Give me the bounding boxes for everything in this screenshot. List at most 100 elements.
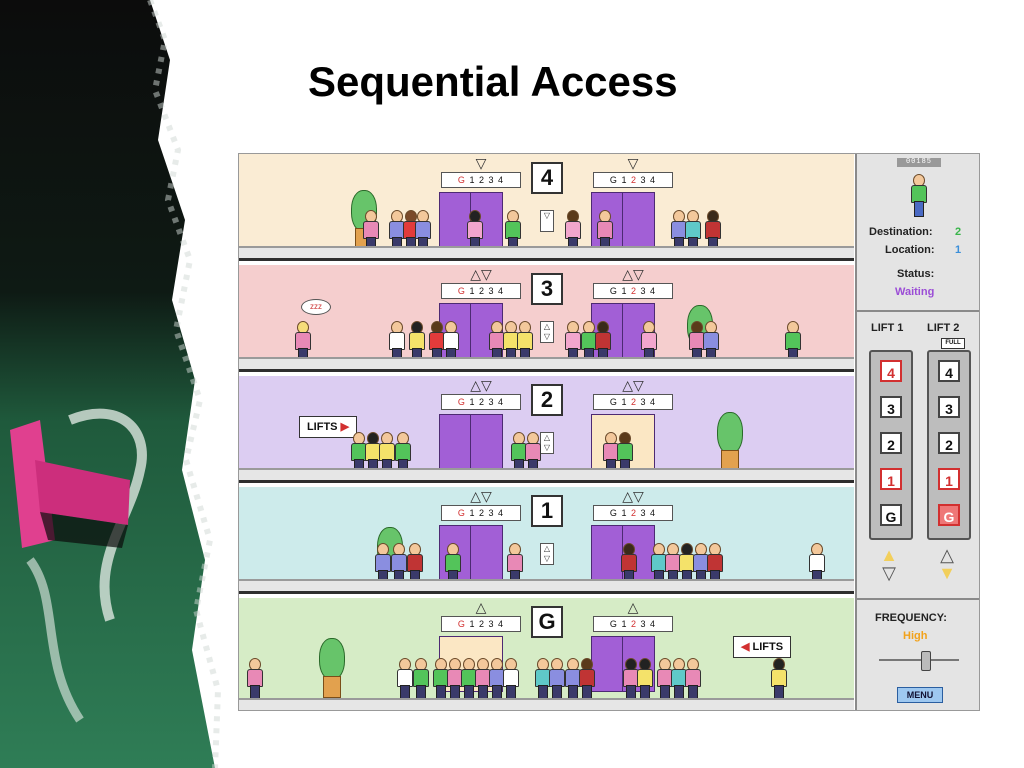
person — [657, 658, 673, 702]
person — [685, 658, 701, 702]
step-counter: 00185 — [897, 158, 941, 167]
lift1-button-G[interactable]: G — [880, 504, 902, 526]
floor-number: 2 — [531, 384, 563, 416]
floor-G: △ G 1 2 3 4 G △ G 1 2 3 4 ◀ LIFTS — [239, 598, 854, 710]
person — [579, 658, 595, 702]
person — [565, 658, 581, 702]
person — [679, 543, 695, 587]
lift2-floor-indicator: G 1 2 3 4 — [593, 616, 673, 632]
floor-2: △▽ G 1 2 3 4 2 △▽ △▽ G 1 2 3 4 LIFTS ▶ — [239, 376, 854, 483]
lift1-button-2[interactable]: 2 — [880, 432, 902, 454]
destination-label: Destination: — [869, 226, 933, 238]
floor-3: △▽ G 1 2 3 4 3 △▽ △▽ G 1 2 3 4 zzz — [239, 265, 854, 372]
potted-plant — [319, 638, 345, 700]
control-panel: 00185 Destination: 2 Location: 1 Status:… — [855, 154, 979, 710]
frequency-slider-track[interactable] — [879, 659, 959, 661]
lift2-up-arrow-icon[interactable]: △ — [940, 545, 954, 565]
potted-plant — [717, 412, 743, 474]
person — [637, 658, 653, 702]
person — [295, 321, 311, 365]
speech-bubble: zzz — [301, 299, 331, 315]
panel-divider — [857, 310, 979, 312]
lift1-down-arrow-icon[interactable]: ▽ — [882, 563, 896, 583]
person — [461, 658, 477, 702]
person — [489, 658, 505, 702]
selected-person-avatar — [911, 174, 927, 218]
person — [247, 658, 263, 702]
person — [409, 321, 425, 365]
person — [621, 543, 637, 587]
lift1-direction-arrows: ▽ — [475, 155, 487, 171]
person — [395, 432, 411, 476]
lift1-button-4[interactable]: 4 — [880, 360, 902, 382]
frequency-label: FREQUENCY: — [875, 612, 947, 624]
destination-value: 2 — [955, 226, 962, 238]
floor-1: △▽ G 1 2 3 4 1 △▽ △▽ G 1 2 3 4 — [239, 487, 854, 594]
call-button[interactable]: △▽ — [540, 432, 554, 454]
person — [525, 432, 541, 476]
location-value: 1 — [955, 244, 962, 256]
call-button[interactable]: △▽ — [540, 543, 554, 565]
lift1-button-1[interactable]: 1 — [880, 468, 902, 490]
lift2-button-4[interactable]: 4 — [938, 360, 960, 382]
lift2-down-arrow-icon[interactable]: ▼ — [938, 563, 956, 583]
lift2-button-1[interactable]: 1 — [938, 468, 960, 490]
person — [771, 658, 787, 702]
status-label: Status: — [897, 268, 935, 280]
person — [389, 321, 405, 365]
full-badge: FULL — [941, 338, 965, 349]
call-button[interactable]: △▽ — [540, 321, 554, 343]
floor-number: 3 — [531, 273, 563, 305]
person — [651, 543, 667, 587]
person — [375, 543, 391, 587]
lifts-sign: LIFTS ▶ — [299, 416, 357, 438]
lift2-floor-indicator: G 1 2 3 4 — [593, 283, 673, 299]
lift1-floor-indicator: G 1 2 3 4 — [441, 172, 521, 188]
lift1-button-3[interactable]: 3 — [880, 396, 902, 418]
lift2-button-3[interactable]: 3 — [938, 396, 960, 418]
lift2-button-panel: 4 3 2 1 G — [927, 350, 971, 540]
person — [397, 658, 413, 702]
lift1-label: LIFT 1 — [871, 322, 904, 334]
lift1-floor-indicator: G 1 2 3 4 — [441, 394, 521, 410]
person — [475, 658, 491, 702]
lift2-label: LIFT 2 — [927, 322, 960, 334]
person — [363, 210, 379, 254]
person — [689, 321, 705, 365]
person — [597, 210, 613, 254]
floor-number: 4 — [531, 162, 563, 194]
call-button[interactable]: ▽ — [540, 210, 554, 232]
lift2-button-2[interactable]: 2 — [938, 432, 960, 454]
location-label: Location: — [885, 244, 935, 256]
lift-simulator: ▽ G 1 2 3 4 4 ▽ ▽ G 1 2 3 4 △▽ G 1 2 3 4… — [238, 153, 980, 711]
lift2-direction-arrows: △▽ — [622, 488, 644, 504]
person — [505, 210, 521, 254]
lift2-button-G[interactable]: G — [938, 504, 960, 526]
person — [641, 321, 657, 365]
lift2-floor-indicator: G 1 2 3 4 — [593, 172, 673, 188]
floor-4: ▽ G 1 2 3 4 4 ▽ ▽ G 1 2 3 4 — [239, 154, 854, 261]
chalkboard-decoration — [0, 0, 222, 768]
person — [549, 658, 565, 702]
person — [433, 658, 449, 702]
person — [535, 658, 551, 702]
lift2-floor-indicator: G 1 2 3 4 — [593, 505, 673, 521]
person — [623, 658, 639, 702]
frequency-slider-handle[interactable] — [921, 651, 931, 671]
person — [407, 543, 423, 587]
lift1-floor-indicator: G 1 2 3 4 — [441, 505, 521, 521]
person — [809, 543, 825, 587]
menu-button[interactable]: MENU — [897, 687, 943, 703]
lift1-direction-arrows: △▽ — [470, 488, 492, 504]
person — [467, 210, 483, 254]
person — [507, 543, 523, 587]
lift1-up-arrow-icon[interactable]: ▲ — [880, 545, 898, 565]
frequency-value: High — [903, 630, 928, 642]
person — [351, 432, 367, 476]
lift2-direction-arrows: △▽ — [622, 266, 644, 282]
lift1-button-panel: 4 3 2 1 G — [869, 350, 913, 540]
panel-divider — [857, 598, 979, 600]
lift2-direction-arrows: △ — [627, 599, 639, 615]
person — [565, 210, 581, 254]
person — [703, 321, 719, 365]
